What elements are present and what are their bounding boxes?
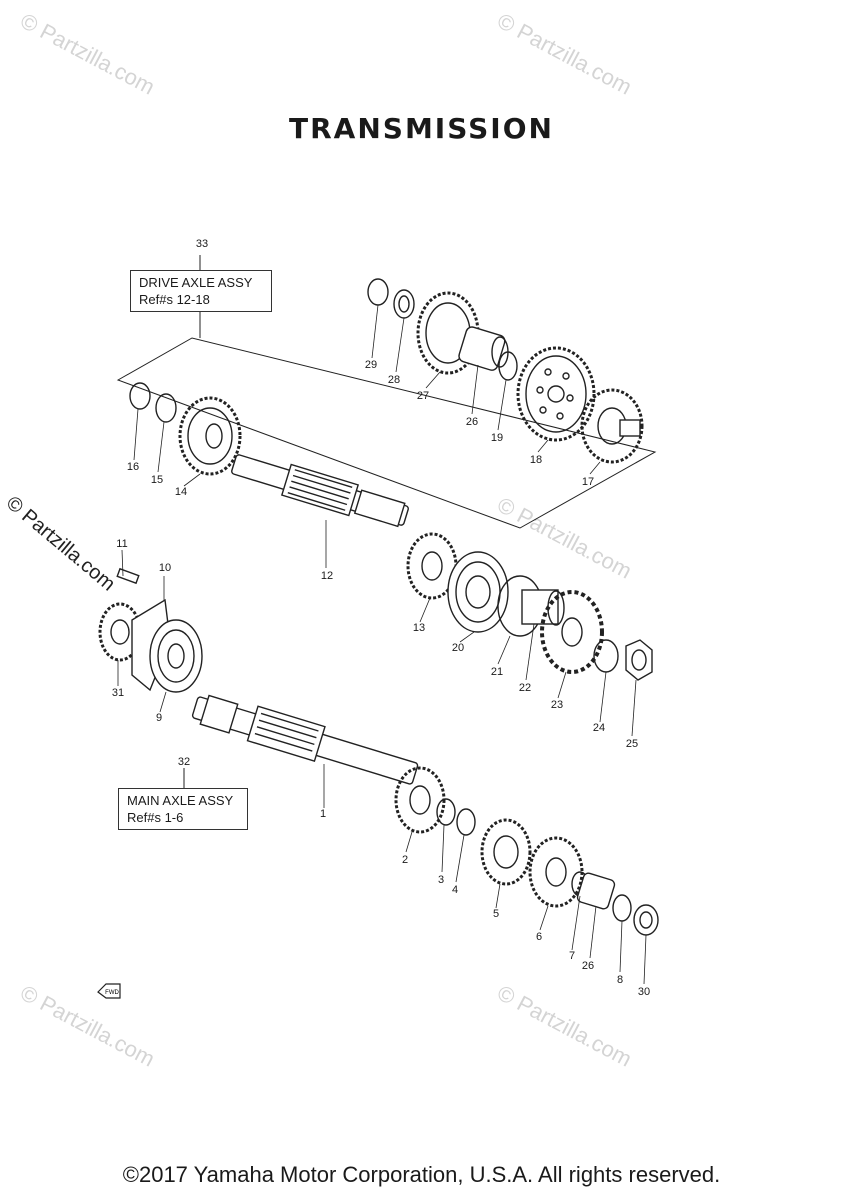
part-label-30: 30 bbox=[637, 986, 651, 998]
part-label-10: 10 bbox=[158, 562, 172, 574]
collar-22 bbox=[521, 589, 559, 625]
part-label-6: 6 bbox=[535, 931, 543, 943]
part-label-23: 23 bbox=[550, 699, 564, 711]
part-label-11: 11 bbox=[116, 538, 128, 550]
part-label-31: 31 bbox=[111, 687, 125, 699]
part-label-20: 20 bbox=[451, 642, 465, 654]
part-label-22: 22 bbox=[518, 682, 532, 694]
gear-2 bbox=[394, 766, 446, 834]
circlip-4 bbox=[456, 808, 476, 836]
gear-6 bbox=[528, 836, 584, 908]
part-label-28: 28 bbox=[387, 374, 401, 386]
washer-30 bbox=[633, 904, 659, 936]
part-label-17: 17 bbox=[581, 476, 595, 488]
circlip-16 bbox=[129, 382, 151, 410]
part-label-9: 9 bbox=[155, 712, 163, 724]
fwd-label: FWD bbox=[105, 990, 119, 996]
sprocket-23 bbox=[540, 590, 604, 674]
page-title: TRANSMISSION bbox=[289, 112, 554, 145]
part-label-12: 12 bbox=[320, 570, 334, 582]
bearing-20 bbox=[447, 551, 509, 633]
washer-19 bbox=[498, 351, 518, 381]
part-label-21: 21 bbox=[490, 666, 504, 678]
part-label-1: 1 bbox=[319, 808, 327, 820]
part-label-24: 24 bbox=[592, 722, 606, 734]
part-label-2: 2 bbox=[401, 854, 409, 866]
part-label-3: 3 bbox=[437, 874, 445, 886]
washer-15 bbox=[155, 393, 177, 423]
nut-25 bbox=[625, 639, 653, 681]
fwd-arrow-icon: FWD bbox=[97, 983, 121, 999]
part-label-8: 8 bbox=[616, 974, 624, 986]
circlip-29 bbox=[367, 278, 389, 306]
circlip-8 bbox=[612, 894, 632, 922]
gear-18 bbox=[516, 346, 596, 442]
main-axle-assy-label: MAIN AXLE ASSY bbox=[127, 793, 234, 808]
drive-axle-shaft bbox=[231, 454, 409, 528]
part-label-16: 16 bbox=[126, 461, 140, 473]
part-label-27: 27 bbox=[416, 390, 430, 402]
washer-28 bbox=[393, 289, 415, 319]
part-label-26: 26 bbox=[465, 416, 479, 428]
gear-5 bbox=[480, 818, 532, 886]
part-label-25: 25 bbox=[625, 738, 639, 750]
part-label-26b: 26 bbox=[581, 960, 595, 972]
part-label-5: 5 bbox=[492, 908, 500, 920]
drive-axle-assy-box: DRIVE AXLE ASSY Ref#s 12-18 bbox=[130, 270, 272, 312]
part-label-13: 13 bbox=[412, 622, 426, 634]
part-label: 32 bbox=[177, 756, 191, 768]
part-label-4: 4 bbox=[451, 884, 459, 896]
gear-14 bbox=[178, 396, 242, 476]
part-label-18: 18 bbox=[529, 454, 543, 466]
part-label: 33 bbox=[195, 238, 209, 250]
drive-axle-outline bbox=[116, 337, 657, 529]
part-label-15: 15 bbox=[150, 474, 164, 486]
gear-17 bbox=[580, 388, 644, 464]
part-label-29: 29 bbox=[364, 359, 378, 371]
part-label-19: 19 bbox=[490, 432, 504, 444]
drive-axle-refs: Ref#s 12-18 bbox=[139, 292, 210, 307]
main-axle-refs: Ref#s 1-6 bbox=[127, 810, 184, 825]
main-axle-assy-box: MAIN AXLE ASSY Ref#s 1-6 bbox=[118, 788, 248, 830]
part-label-14: 14 bbox=[174, 486, 188, 498]
main-axle-shaft bbox=[191, 694, 419, 785]
drive-axle-assy-label: DRIVE AXLE ASSY bbox=[139, 275, 253, 290]
bushing-26b bbox=[576, 872, 616, 910]
bolt-11 bbox=[116, 567, 140, 585]
part-label-7: 7 bbox=[568, 950, 576, 962]
copyright-footer: ©2017 Yamaha Motor Corporation, U.S.A. A… bbox=[122, 1162, 721, 1187]
washer-3 bbox=[436, 798, 456, 826]
